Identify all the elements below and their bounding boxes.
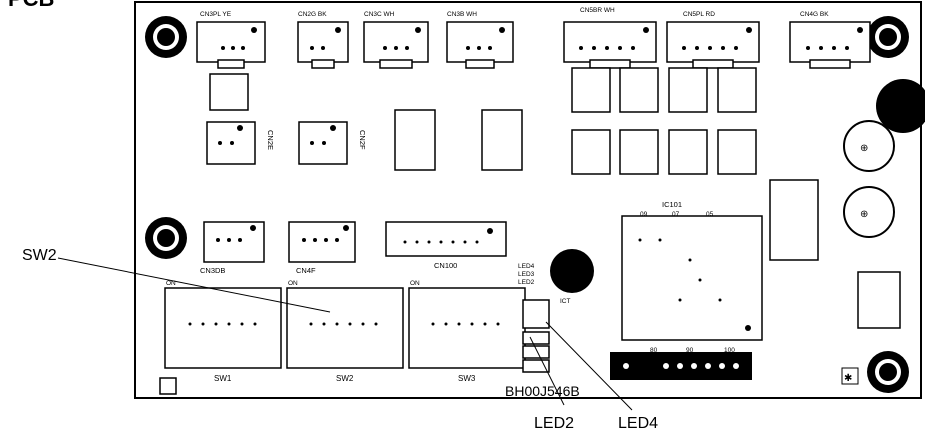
header-title-fragment: PCB (8, 0, 54, 11)
dip-switches (164, 287, 526, 369)
ic101-pin-09: 09 (640, 211, 648, 218)
ic101-pin-07: 07 (672, 211, 680, 218)
sw2-on-label: ON (288, 280, 298, 287)
top-connectors (196, 21, 871, 69)
corner-square (159, 377, 177, 395)
buzzer-ict (550, 249, 594, 293)
connector-label-cn5pl: CN5PL RD (683, 11, 715, 18)
mounting-holes (145, 16, 925, 393)
connector-label-cn3c: CN3C WH (364, 11, 395, 18)
connector-label-cn3pl: CN3PL YE (200, 11, 232, 18)
c4a-symbol: ⊕ (860, 209, 868, 220)
connector-label-cn2g: CN2G BK (298, 11, 327, 18)
ic101-pin-05: 05 (706, 211, 714, 218)
led3-board-label: LED3 (518, 271, 535, 278)
component-blocks (209, 67, 901, 329)
part-number: BH00J546B (505, 383, 580, 399)
callout-lines (57, 257, 633, 411)
led4-board-label: LED4 (518, 263, 535, 270)
sw3-on-label: ON (410, 280, 420, 287)
c801-symbol: ⊕ (860, 143, 868, 154)
ic101-pin-90: 90 (686, 347, 694, 354)
led-stack (522, 331, 550, 373)
cn2f-label: CN2F (358, 130, 367, 150)
led2-board-label: LED2 (518, 279, 535, 286)
sw2-callout: SW2 (22, 247, 57, 264)
cn4f-label: CN4F (296, 266, 316, 275)
ict-label: ICT (560, 298, 571, 305)
ic101-package (621, 215, 763, 341)
connector-label-cn4g: CN4G BK (800, 11, 829, 18)
electrolytic-caps (843, 120, 895, 238)
connector-label-cn3b: CN3B WH (447, 11, 477, 18)
ic101-pin-100: 100 (724, 347, 735, 354)
led4-callout: LED4 (618, 415, 658, 432)
sw1-on-label: ON (166, 280, 176, 287)
sw1-label: SW1 (214, 374, 232, 383)
star-icon: ✱ (844, 373, 852, 384)
cn2e-label: CN2E (266, 130, 275, 150)
ic101-pin-80: 80 (650, 347, 658, 354)
mid-connectors (203, 221, 507, 263)
cn3db-label: CN3DB (200, 266, 225, 275)
sw2-label: SW2 (336, 374, 354, 383)
connector-labels: CN3PL YE CN2G BK CN3C WH CN3B WH CN5BR WH CN5… (200, 7, 829, 18)
ic101-label: IC101 (662, 200, 682, 209)
sw3-label: SW3 (458, 374, 476, 383)
connector-label-cn5br: CN5BR WH (580, 7, 615, 14)
led2-callout: LED2 (534, 415, 574, 432)
cn100-label: CN100 (434, 261, 457, 270)
